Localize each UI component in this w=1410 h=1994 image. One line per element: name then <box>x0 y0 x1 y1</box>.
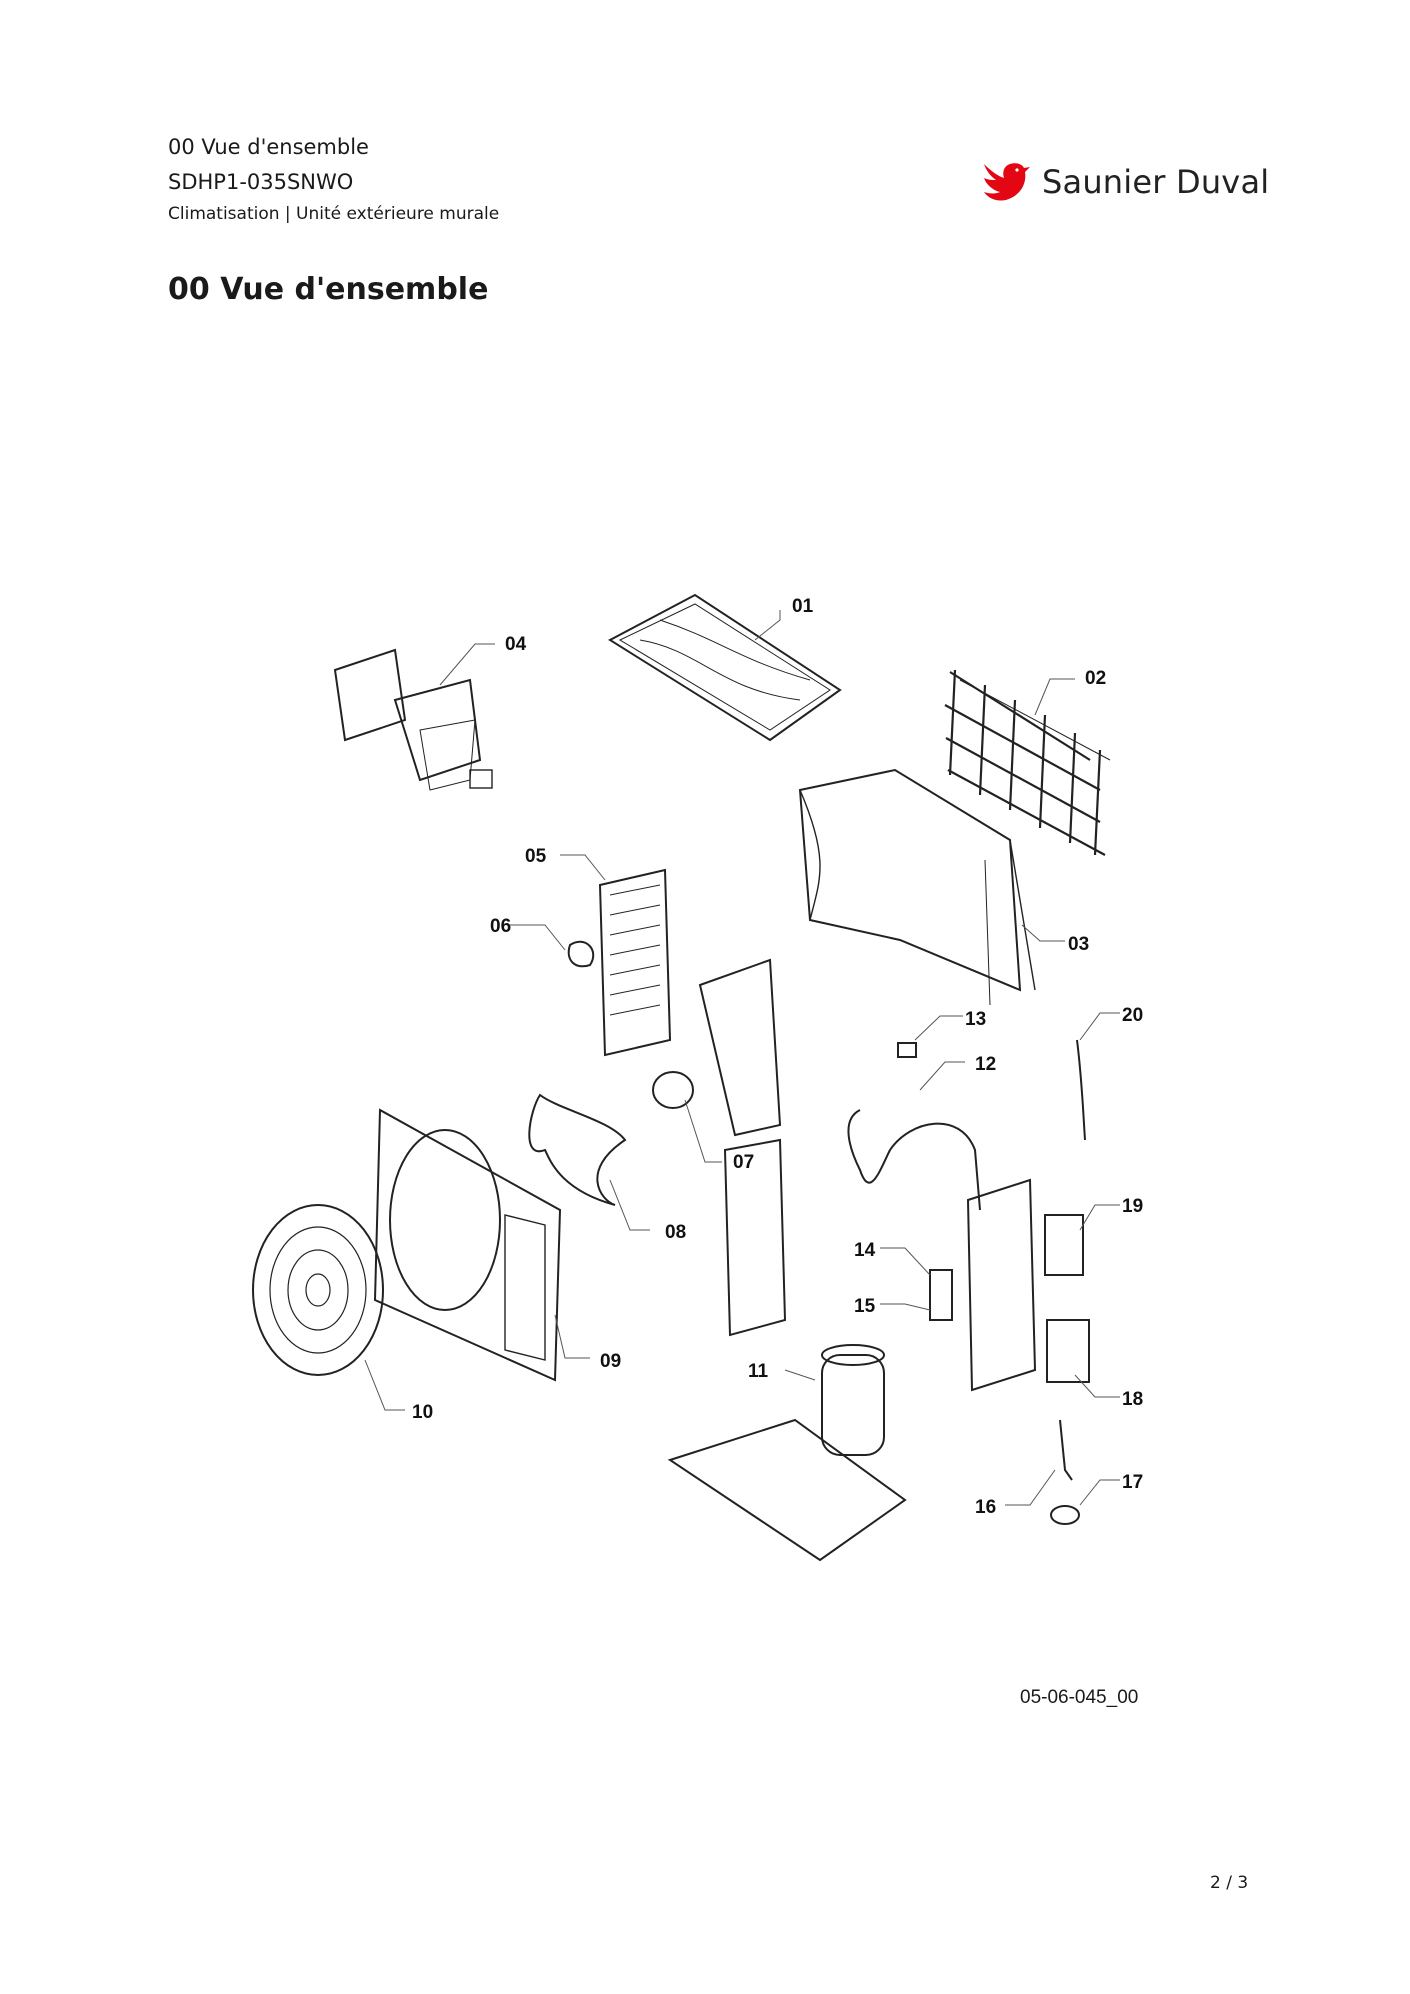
part-label-04: 04 <box>505 634 527 655</box>
part-06 <box>567 940 595 968</box>
part-fan-blade <box>528 1093 627 1206</box>
part-label-05: 05 <box>525 846 547 867</box>
part-partition <box>723 1138 787 1337</box>
part-label-16: 16 <box>975 1497 996 1518</box>
part-label-08: 08 <box>665 1222 686 1243</box>
part-valve <box>929 1269 953 1321</box>
part-label-06: 06 <box>490 916 511 937</box>
page-title: 00 Vue d'ensemble <box>168 272 489 307</box>
part-13 <box>897 1042 917 1058</box>
part-19 <box>1044 1214 1084 1276</box>
part-label-20: 20 <box>1122 1005 1143 1026</box>
part-condenser-coil <box>798 768 1036 1006</box>
part-control-box <box>333 648 493 791</box>
part-label-01: 01 <box>792 596 814 617</box>
part-16 <box>1059 1419 1073 1481</box>
header-document-title: 00 Vue d'ensemble <box>168 135 369 159</box>
part-label-17: 17 <box>1122 1472 1143 1493</box>
header-category: Climatisation | Unité extérieure murale <box>168 204 500 224</box>
part-label-09: 09 <box>600 1351 621 1372</box>
part-electrical-panel <box>598 868 672 1057</box>
part-label-10: 10 <box>412 1402 433 1423</box>
part-label-15: 15 <box>854 1296 876 1317</box>
part-fan-motor <box>652 958 782 1137</box>
part-label-12: 12 <box>975 1054 996 1075</box>
part-rear-grille <box>944 669 1111 856</box>
part-label-14: 14 <box>854 1240 876 1261</box>
part-side-panel <box>966 1178 1037 1392</box>
part-label-19: 19 <box>1122 1196 1143 1217</box>
brand-name: Saunier Duval <box>1042 163 1270 201</box>
part-label-18: 18 <box>1122 1389 1143 1410</box>
part-17 <box>1050 1505 1080 1525</box>
part-top-panel <box>607 593 842 742</box>
part-label-11: 11 <box>748 1361 769 1382</box>
header-model-number: SDHP1-035SNWO <box>168 170 354 194</box>
red-bird-logo-icon <box>984 163 1030 201</box>
part-front-panel <box>373 1108 562 1382</box>
diagram-reference-code: 05-06-045_00 <box>1020 1687 1139 1708</box>
part-base-plate <box>667 1418 907 1562</box>
part-20 <box>1076 1039 1086 1141</box>
part-18 <box>1046 1319 1090 1383</box>
part-fan-guard <box>252 1204 384 1376</box>
page-number: 2 / 3 <box>1210 1873 1249 1893</box>
part-label-02: 02 <box>1085 668 1106 689</box>
brand-logo: Saunier Duval <box>980 158 1269 206</box>
part-label-13: 13 <box>965 1009 986 1030</box>
part-label-03: 03 <box>1068 934 1089 955</box>
part-compressor <box>821 1344 885 1456</box>
part-label-07: 07 <box>733 1152 754 1173</box>
part-piping <box>847 1109 981 1211</box>
